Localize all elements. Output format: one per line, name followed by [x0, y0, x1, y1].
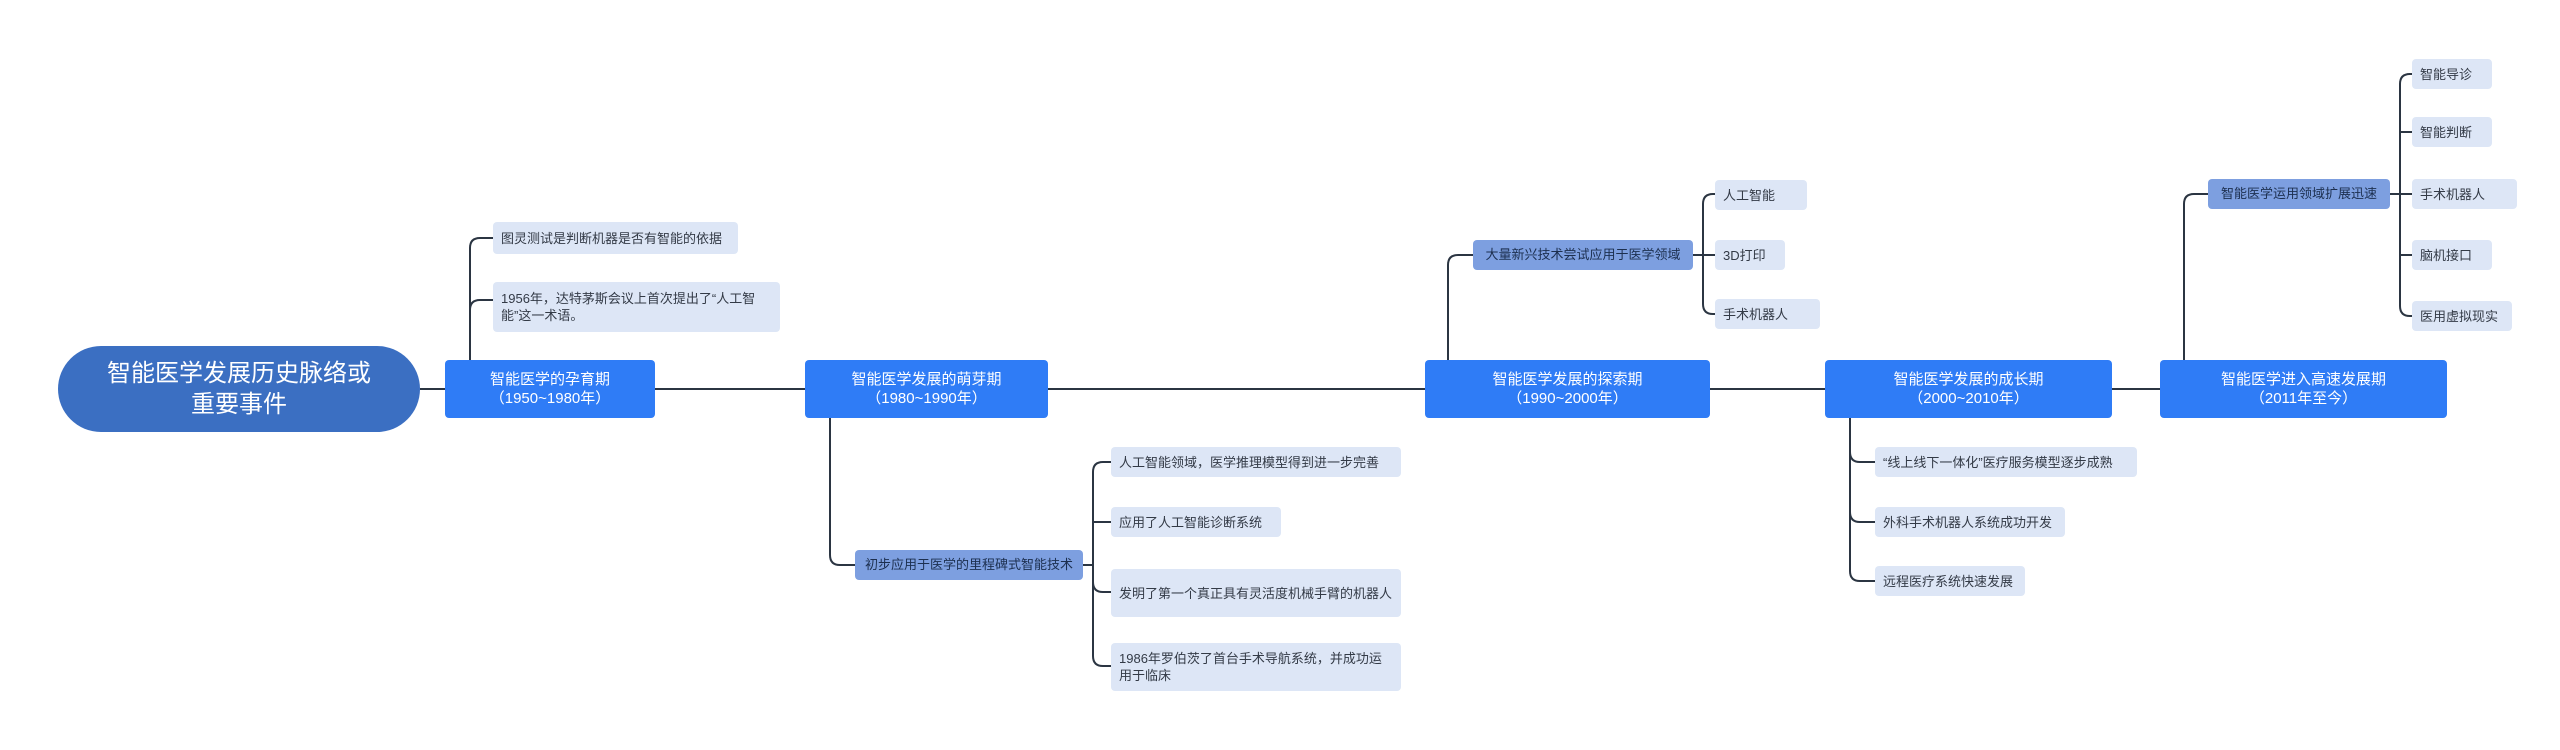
topic-emerging-technologies[interactable]: 大量新兴技术尝试应用于医学领域 — [1473, 240, 1693, 270]
phase-period: （1990~2000年） — [1507, 390, 1628, 407]
detail-telemedicine[interactable]: 远程医疗系统快速发展 — [1875, 566, 2025, 596]
root-title: 智能医学发展历史脉络或重要事件 — [107, 360, 371, 418]
phase-period: （2011年至今） — [2249, 390, 2358, 407]
detail-surgical-robot[interactable]: 手术机器人 — [1715, 299, 1820, 329]
phase-name: 智能医学发展的萌芽期 — [851, 371, 1002, 388]
phase-name: 智能医学发展的探索期 — [1492, 371, 1643, 388]
detail-surgical-robot-system[interactable]: 外科手术机器人系统成功开发 — [1875, 507, 2065, 537]
phase-name: 智能医学发展的成长期 — [1893, 371, 2044, 388]
phase-rapid-development[interactable]: 智能医学进入高速发展期 （2011年至今） — [2160, 360, 2447, 418]
phase-period: （1980~1990年） — [866, 390, 987, 407]
detail-brain-computer-interface[interactable]: 脑机接口 — [2412, 240, 2492, 270]
detail-artificial-intelligence[interactable]: 人工智能 — [1715, 180, 1807, 210]
phase-name: 智能医学进入高速发展期 — [2220, 371, 2386, 388]
topic-milestone-technologies[interactable]: 初步应用于医学的里程碑式智能技术 — [855, 550, 1083, 580]
detail-smart-judgment[interactable]: 智能判断 — [2412, 117, 2492, 147]
detail-o2o-medical-service[interactable]: “线上线下一体化”医疗服务模型逐步成熟 — [1875, 447, 2137, 477]
detail-medical-vr[interactable]: 医用虚拟现实 — [2412, 301, 2512, 331]
topic-application-expansion[interactable]: 智能医学运用领域扩展迅速 — [2208, 179, 2390, 209]
detail-surgical-robot[interactable]: 手术机器人 — [2412, 179, 2517, 209]
phase-period: （2000~2010年） — [1908, 390, 2029, 407]
detail-diagnosis-system[interactable]: 应用了人工智能诊断系统 — [1111, 507, 1281, 537]
detail-dartmouth-conference[interactable]: 1956年，达特茅斯会议上首次提出了“人工智能”这一术语。 — [493, 282, 780, 332]
detail-turing-test[interactable]: 图灵测试是判断机器是否有智能的依据 — [493, 222, 738, 254]
phase-name: 智能医学的孕育期 — [489, 371, 610, 388]
detail-3d-printing[interactable]: 3D打印 — [1715, 240, 1785, 270]
phase-growth[interactable]: 智能医学发展的成长期 （2000~2010年） — [1825, 360, 2112, 418]
root-topic[interactable]: 智能医学发展历史脉络或重要事件 — [58, 346, 420, 432]
phase-period: （1950~1980年） — [489, 390, 611, 407]
phase-exploration[interactable]: 智能医学发展的探索期 （1990~2000年） — [1425, 360, 1710, 418]
detail-robot-arm[interactable]: 发明了第一个真正具有灵活度机械手臂的机器人 — [1111, 569, 1401, 617]
detail-surgical-navigation[interactable]: 1986年罗伯茨了首台手术导航系统，并成功运用于临床 — [1111, 643, 1401, 691]
detail-medical-reasoning[interactable]: 人工智能领域，医学推理模型得到进一步完善 — [1111, 447, 1401, 477]
phase-gestation[interactable]: 智能医学的孕育期 （1950~1980年） — [445, 360, 655, 418]
detail-smart-triage[interactable]: 智能导诊 — [2412, 59, 2492, 89]
phase-embryonic[interactable]: 智能医学发展的萌芽期 （1980~1990年） — [805, 360, 1048, 418]
